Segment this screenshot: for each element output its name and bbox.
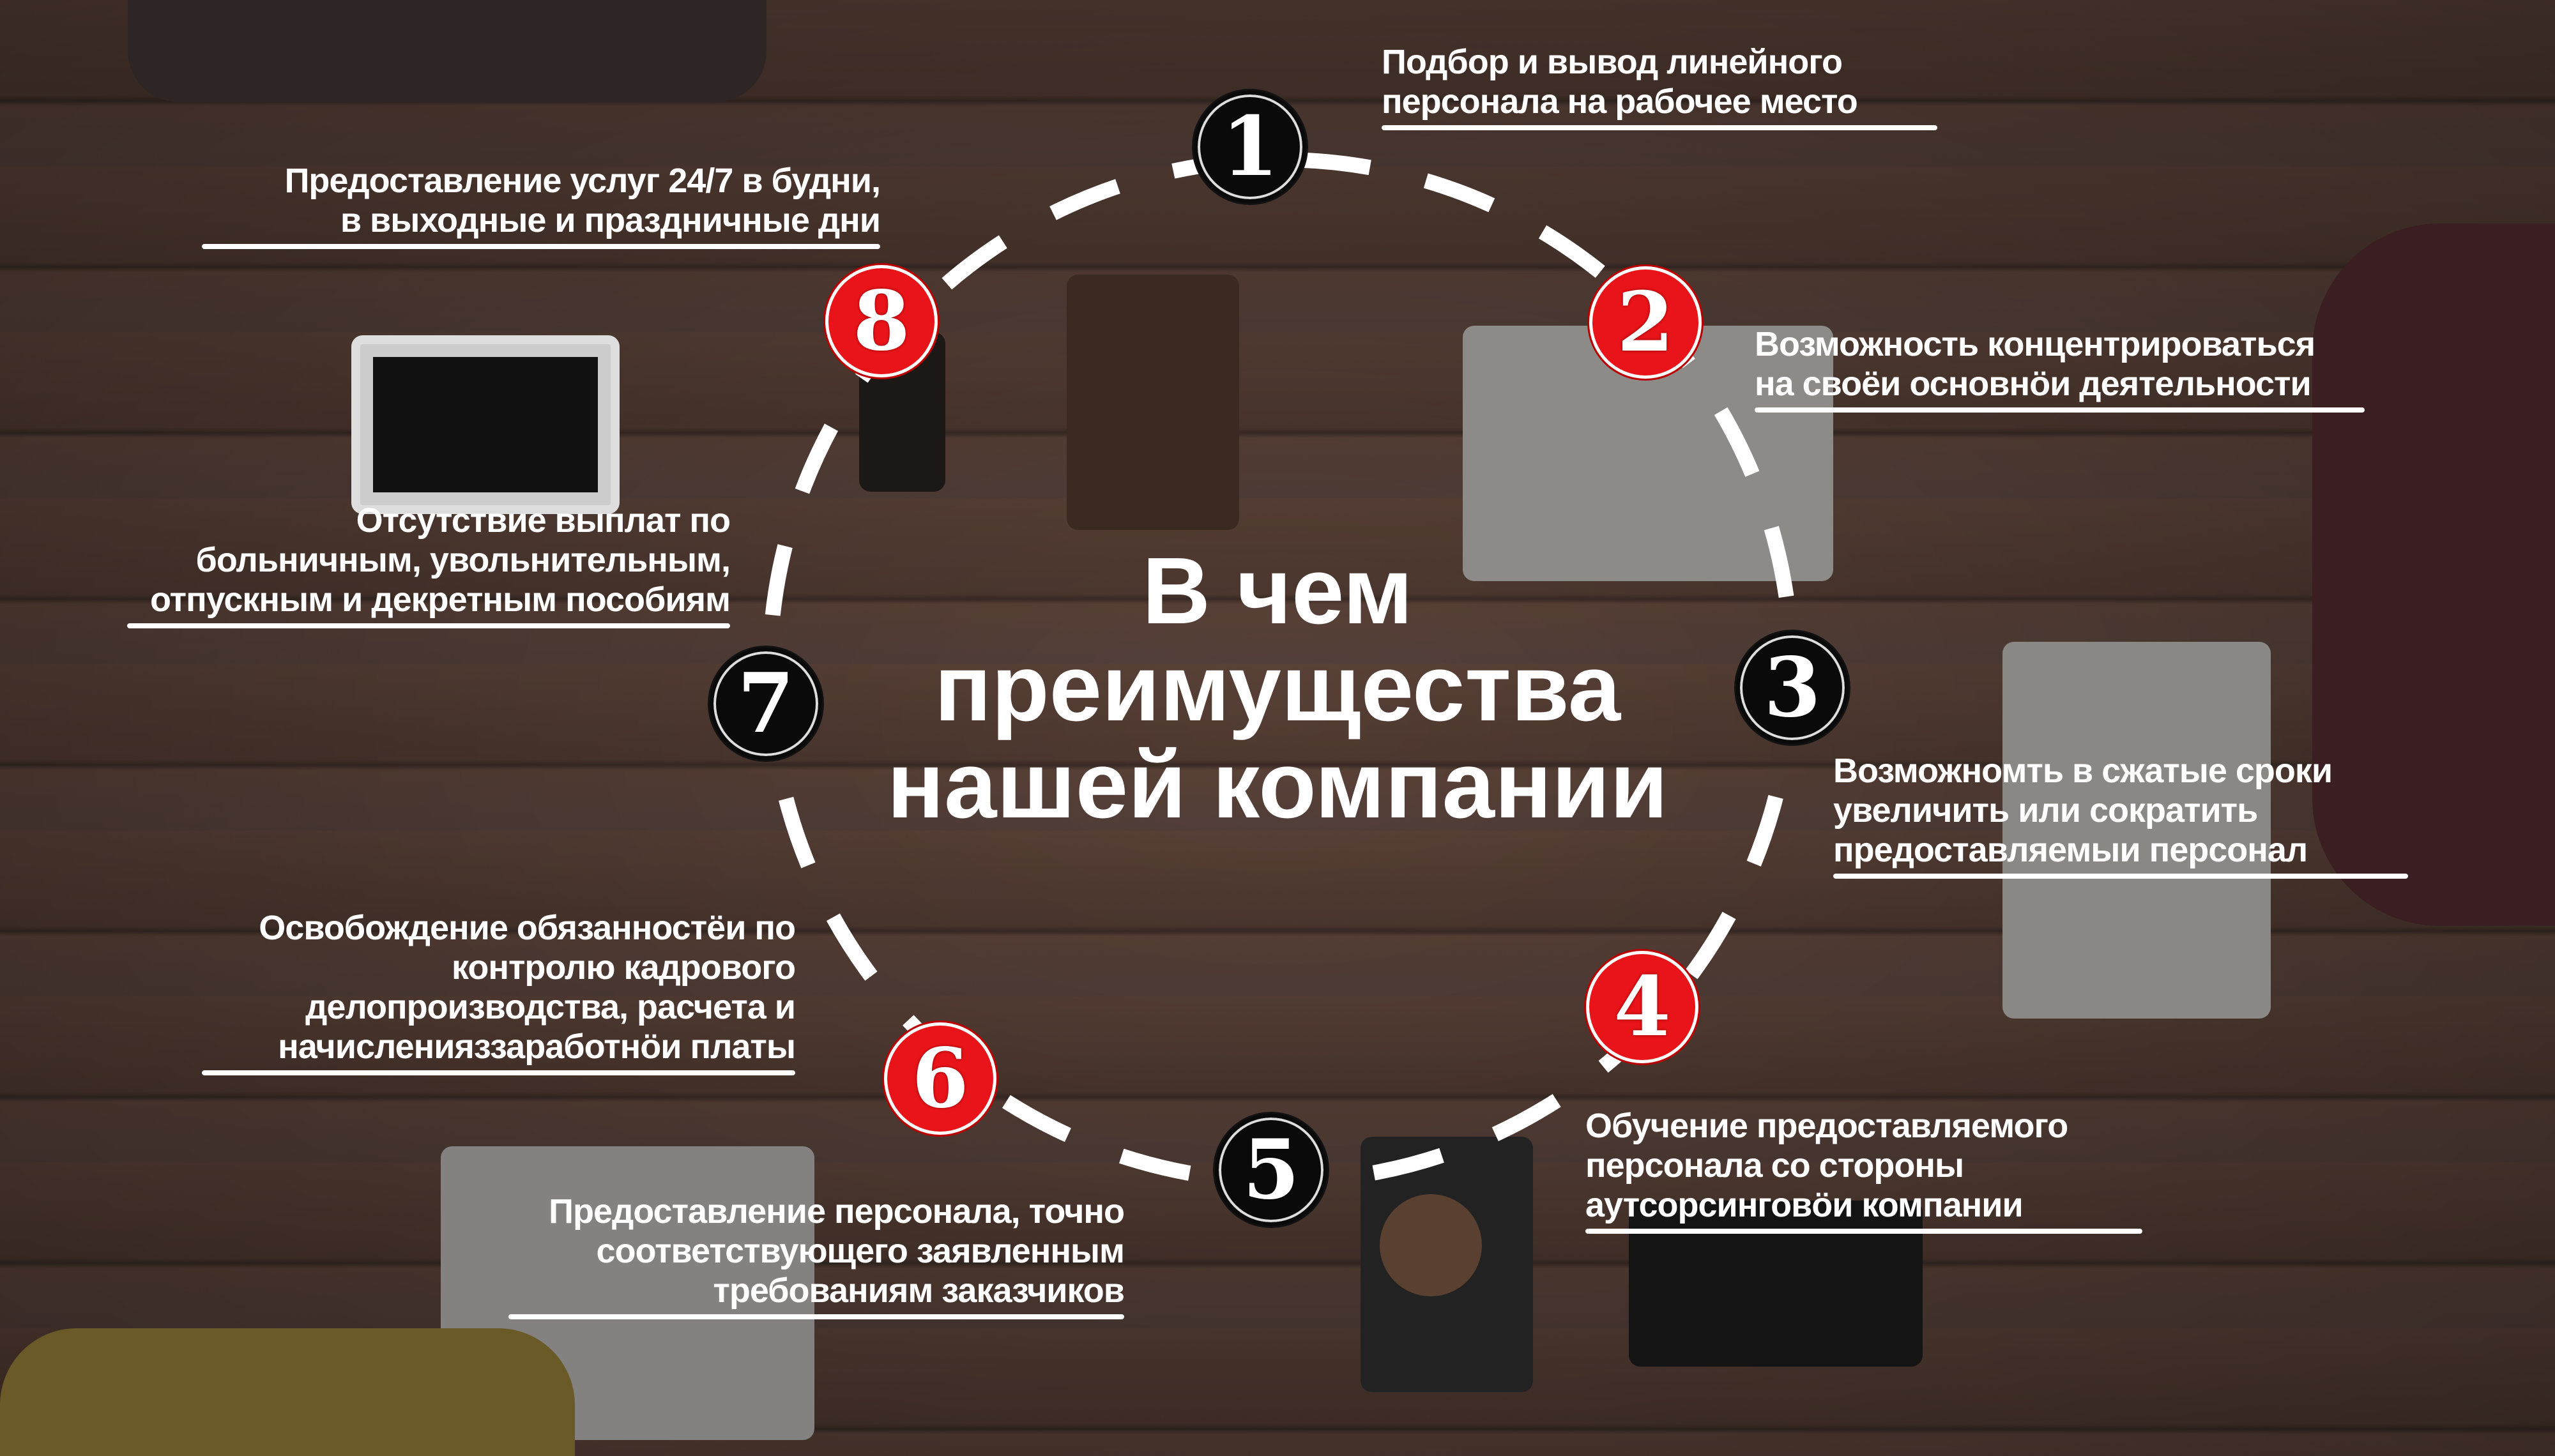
underline — [1755, 407, 2365, 413]
advantage-text: больничным, увольнительным, — [195, 541, 731, 579]
advantage-text: отпускным и декретным пособиям — [149, 580, 731, 619]
underline — [1585, 1229, 2142, 1234]
coffee-cup — [1380, 1194, 1482, 1296]
laptop — [2002, 642, 2271, 1019]
tablet — [1629, 1201, 1923, 1367]
advantage-5: Предоставление персонала, точно соответс… — [508, 1192, 1125, 1319]
advantage-text: требованиям заказчиков — [713, 1271, 1125, 1310]
advantage-text: Предоставление персонала, точно — [549, 1192, 1125, 1231]
underline — [202, 244, 880, 249]
advantage-text: на своёи основнӧи деятельности — [1755, 365, 2312, 403]
number-badge-3: 3 — [1736, 632, 1849, 744]
underline — [127, 623, 730, 628]
advantage-1: Подбор и вывод линейного персонала на ра… — [1382, 42, 1937, 130]
advantage-text: персонала на рабочее место — [1382, 82, 1858, 121]
advantage-text: аутсорсинговӧи компании — [1585, 1186, 2024, 1224]
advantage-text: Отсутствие выплат по — [356, 501, 731, 540]
number-badge-4: 4 — [1586, 951, 1698, 1063]
page-title: В чем преимущества нашей компании — [639, 543, 1916, 834]
advantage-text: в выходные и праздничные дни — [340, 201, 881, 239]
person-shoulder — [128, 0, 766, 102]
number-badge-8: 8 — [825, 265, 938, 377]
person-shoulder — [2312, 224, 2555, 926]
notebook — [1067, 275, 1239, 530]
advantage-text: увеличить или сократить — [1833, 791, 2258, 830]
advantage-text: предоставляемыи персонал — [1833, 831, 2308, 869]
underline — [1382, 125, 1937, 130]
advantage-text: Подбор и вывод линейного — [1382, 43, 1843, 81]
number-badge-1: 1 — [1194, 91, 1306, 203]
advantage-text: Возможномть в сжатые сроки — [1833, 752, 2333, 790]
advantage-text: Освобождение обязанностёи по — [259, 909, 796, 947]
advantage-text: делопроизводства, расчета и — [305, 988, 796, 1026]
number-badge-7: 7 — [710, 648, 822, 760]
underline — [1833, 874, 2408, 879]
advantage-3: Возможномть в сжатые сроки увеличить или… — [1833, 751, 2408, 879]
advantage-text: Возможность концентрироваться — [1755, 325, 2315, 363]
advantage-6: Освобождение обязанностёи по контролю ка… — [202, 908, 796, 1075]
number-badge-6: 6 — [884, 1022, 996, 1135]
advantage-7: Отсутствие выплат по больничным, увольни… — [127, 501, 731, 628]
number-badge-5: 5 — [1215, 1114, 1327, 1226]
advantage-text: начисленияззаработнӧи платы — [278, 1028, 796, 1066]
advantage-2: Возможность концентрироваться на своёи о… — [1755, 324, 2365, 413]
advantage-text: контролю кадрового — [452, 948, 796, 987]
person-arm — [0, 1328, 575, 1456]
tablet — [351, 335, 620, 514]
advantage-text: соответствующего заявленным — [596, 1232, 1125, 1270]
title-line: нашей компании — [887, 732, 1668, 838]
advantage-text: персонала со стороны — [1585, 1146, 1964, 1185]
title-line: В чем — [1142, 538, 1413, 644]
advantage-4: Обучение предоставляемого персонала со с… — [1585, 1106, 2142, 1234]
number-badge-2: 2 — [1589, 266, 1702, 379]
underline — [202, 1070, 795, 1075]
underline — [508, 1314, 1124, 1319]
advantage-text: Обучение предоставляемого — [1585, 1107, 2068, 1145]
advantage-text: Предоставление услуг 24/7 в будни, — [284, 162, 881, 200]
title-line: преимущества — [934, 635, 1621, 741]
advantage-8: Предоставление услуг 24/7 в будни, в вых… — [202, 161, 881, 249]
